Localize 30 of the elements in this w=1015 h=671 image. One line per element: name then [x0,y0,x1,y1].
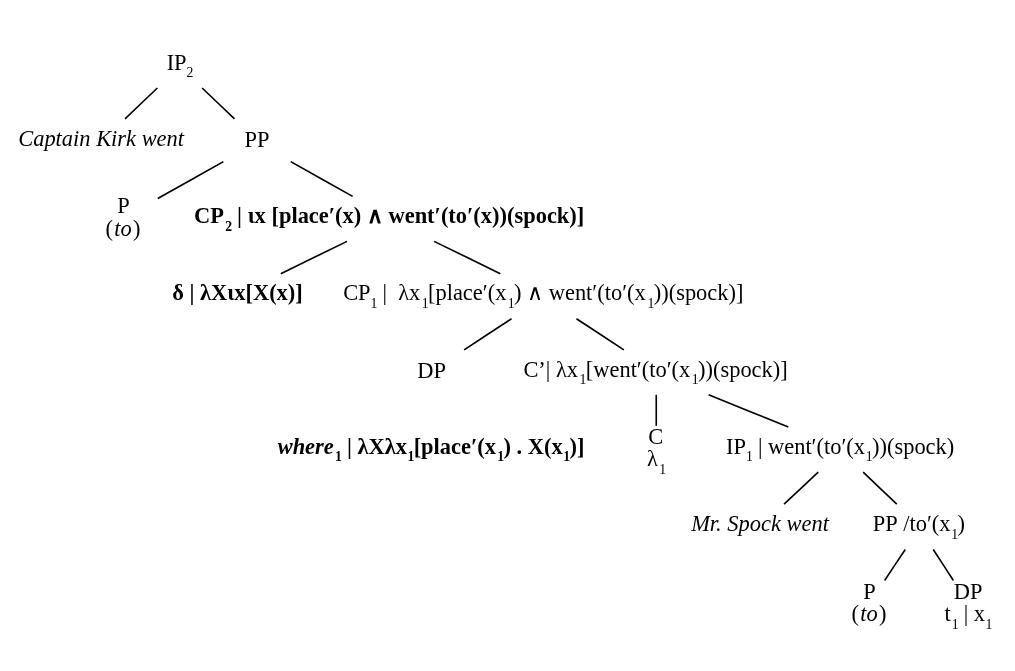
node-text: P (to) [851,578,887,627]
node-text: IP$_{1}$ | went′(to′(x$_{1}$))(spock) [726,433,955,465]
connector [124,87,159,120]
node-text: DP [417,357,447,383]
connector [433,240,502,275]
connector [707,394,790,428]
node-text: DP t$_{1}$ | x$_{1}$ [944,578,993,632]
label: where$_{1}$ | λXλx$_{1}$[place′(x$_{1}$) . X(x$_{1}$)] [277,433,585,465]
connector [201,87,236,120]
node-text: C’| λx$_{1}$[went′(to′(x$_{1}$))(spock)] [523,356,788,388]
node-text: P (to) [105,193,141,241]
connector [280,240,348,275]
node-text: CP$_{2}$ | ιx [place′(x) ∧ went′(to′(x))(spock)] [194,203,585,234]
connector [463,317,513,351]
node-text: PP /to′(x$_{1}$) [872,511,965,542]
connector [655,394,658,427]
connector [783,471,819,505]
node-text: C λ$_{1}$ [646,423,667,477]
node-text: Captain Kirk went [18,125,185,151]
connector [575,317,625,351]
connector [289,160,354,198]
node-text: IP$_{2}$ [166,49,194,81]
connector [883,548,907,582]
connector [932,548,955,582]
node-text: Mr. Spock went [691,511,829,537]
connector [862,471,898,505]
node-text: δ | λXιx[X(x)] [172,280,303,306]
node-text: CP$_{1}$ | λx$_{1}$[place′(x$_{1}$) ∧ went′(to′(x$_{1}$))(spock)] [343,280,744,311]
connector [156,160,225,200]
node-text: PP [244,127,270,153]
